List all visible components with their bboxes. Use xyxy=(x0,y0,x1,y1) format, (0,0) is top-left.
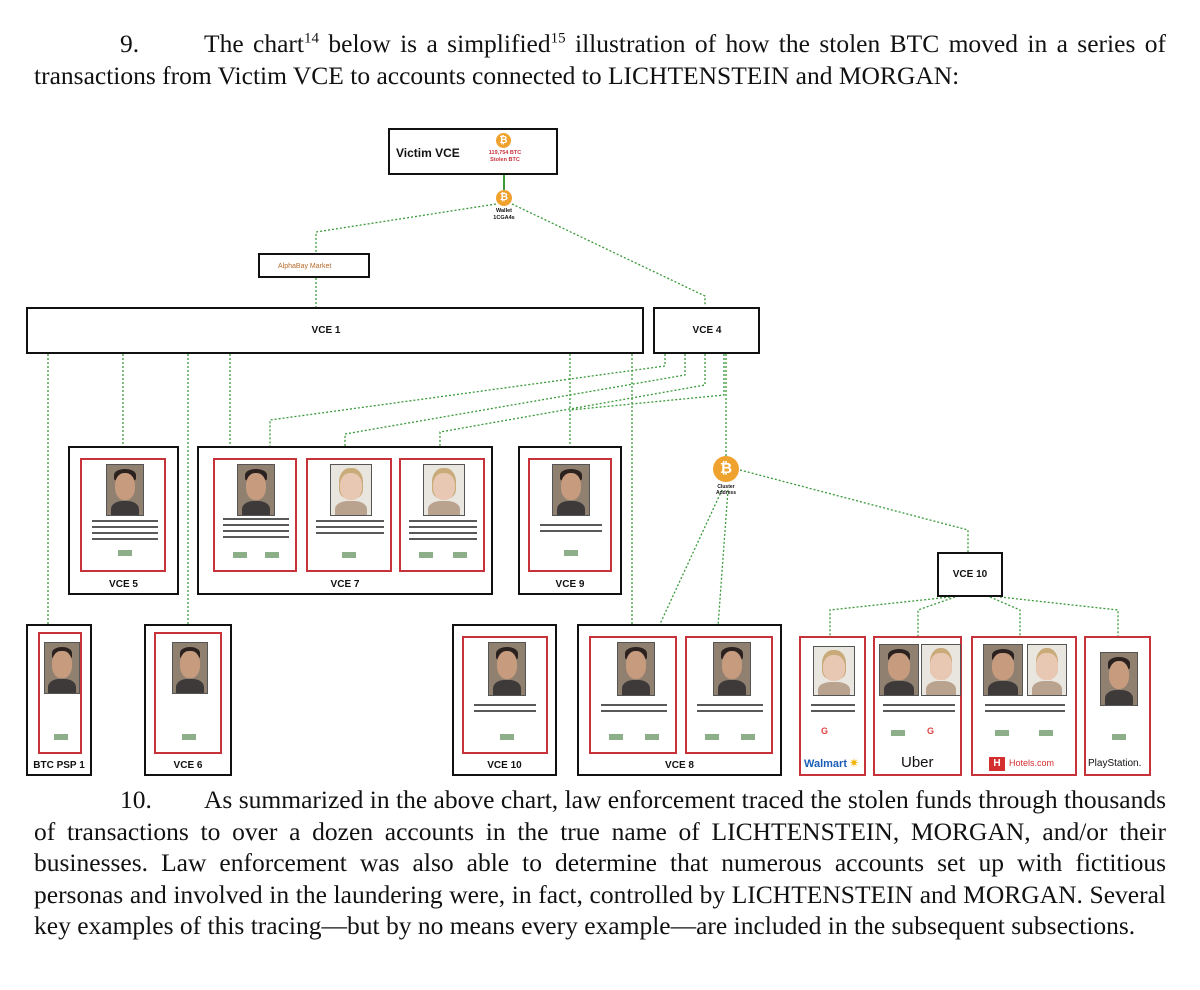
person-photo xyxy=(172,642,208,694)
account-card xyxy=(462,636,548,754)
account-card xyxy=(38,632,82,754)
paragraph-number: 10. xyxy=(120,785,152,814)
footnote-ref[interactable]: 14 xyxy=(304,30,319,47)
btc-psp-1-group: BTC PSP 1 xyxy=(26,624,92,776)
paragraph-9: 9. The chart14 below is a simplified15 il… xyxy=(34,28,1166,91)
vce-9-label: VCE 9 xyxy=(555,579,585,590)
hotels-logo-icon: H xyxy=(989,757,1005,771)
vce-5-label: VCE 5 xyxy=(109,579,138,590)
vce-7-label: VCE 7 xyxy=(330,579,360,590)
vce-5-group: VCE 5 xyxy=(68,446,179,595)
vce-4-label: VCE 4 xyxy=(692,325,722,336)
vce-4-node: VCE 4 xyxy=(653,307,760,354)
vce-6-group: VCE 6 xyxy=(144,624,232,776)
person-photo xyxy=(983,644,1023,696)
paragraph-10: 10.As summarized in the above chart, law… xyxy=(34,784,1166,942)
vce-7-group: VCE 7 xyxy=(197,446,493,595)
vce-1-node: VCE 1 xyxy=(26,307,644,354)
stolen-btc-label: Stolen BTC xyxy=(490,157,520,163)
paragraph-text: The chart xyxy=(204,29,304,58)
walmart-spark-icon: ✷ xyxy=(849,756,860,770)
walmart-account-card: G Walmart ✷ xyxy=(799,636,866,776)
gmail-logo: G xyxy=(927,726,935,736)
wallet-address: 1CGA4s xyxy=(493,215,515,221)
victim-vce-node: Victim VCE ₿ 119,754 BTC Stolen BTC xyxy=(388,128,558,175)
vce-8-label: VCE 8 xyxy=(665,760,694,771)
paragraph-number: 9. xyxy=(120,29,140,58)
person-photo xyxy=(106,464,144,516)
person-photo xyxy=(237,464,275,516)
bitcoin-icon: ₿ xyxy=(496,133,511,148)
hotels-account-card: H Hotels.com xyxy=(971,636,1077,776)
playstation-account-card: PlayStation. xyxy=(1084,636,1151,776)
account-card xyxy=(589,636,677,754)
vce-10-group: VCE 10 xyxy=(452,624,557,776)
person-photo xyxy=(921,644,961,696)
vce-1-label: VCE 1 xyxy=(311,325,341,336)
cluster-address: Address xyxy=(715,490,736,496)
stolen-btc-amount: 119,754 BTC xyxy=(488,150,522,156)
vce-6-label: VCE 6 xyxy=(173,760,203,771)
person-photo xyxy=(713,642,751,696)
wallet-bitcoin-icon: ₿ xyxy=(496,190,512,206)
paragraph-text: below is a simplified xyxy=(319,29,551,58)
victim-vce-label: Victim VCE xyxy=(396,146,460,160)
person-photo xyxy=(879,644,919,696)
wallet-label: Wallet xyxy=(496,208,512,214)
person-photo xyxy=(552,464,590,516)
alphabay-market-node: AlphaBay Market xyxy=(258,253,370,278)
account-card xyxy=(306,458,392,572)
btc-psp-1-label: BTC PSP 1 xyxy=(33,760,85,771)
cluster-bitcoin-icon: ₿ xyxy=(713,456,739,482)
person-photo xyxy=(813,646,855,696)
footnote-ref[interactable]: 15 xyxy=(550,30,566,47)
account-card xyxy=(80,458,166,572)
vce-10-node-label: VCE 10 xyxy=(952,569,988,580)
account-card xyxy=(399,458,485,572)
uber-logo: Uber xyxy=(901,754,934,771)
account-card xyxy=(154,632,222,754)
person-photo xyxy=(44,642,80,694)
paragraph-text: As summarized in the above chart, law en… xyxy=(34,785,1166,940)
gmail-logo: G xyxy=(821,726,829,736)
person-photo xyxy=(1027,644,1067,696)
person-photo xyxy=(1100,652,1138,706)
vce-8-group: VCE 8 xyxy=(577,624,782,776)
account-card xyxy=(213,458,297,572)
paragraph-text: illustration of how the stolen BTC moved… xyxy=(34,29,1166,90)
person-photo xyxy=(330,464,372,516)
person-photo xyxy=(617,642,655,696)
cluster-label: Cluster xyxy=(717,484,735,490)
hotels-logo: Hotels.com xyxy=(1009,758,1055,768)
vce-10-node: VCE 10 xyxy=(937,552,1003,597)
account-card xyxy=(685,636,773,754)
playstation-logo: PlayStation. xyxy=(1088,758,1142,769)
walmart-logo: Walmart xyxy=(804,758,847,770)
account-card xyxy=(528,458,612,572)
person-photo xyxy=(488,642,526,696)
vce-10-group-label: VCE 10 xyxy=(487,760,522,771)
vce-9-group: VCE 9 xyxy=(518,446,622,595)
person-photo xyxy=(423,464,465,516)
uber-account-card: G Uber xyxy=(873,636,962,776)
alphabay-market-label: AlphaBay Market xyxy=(278,263,332,270)
